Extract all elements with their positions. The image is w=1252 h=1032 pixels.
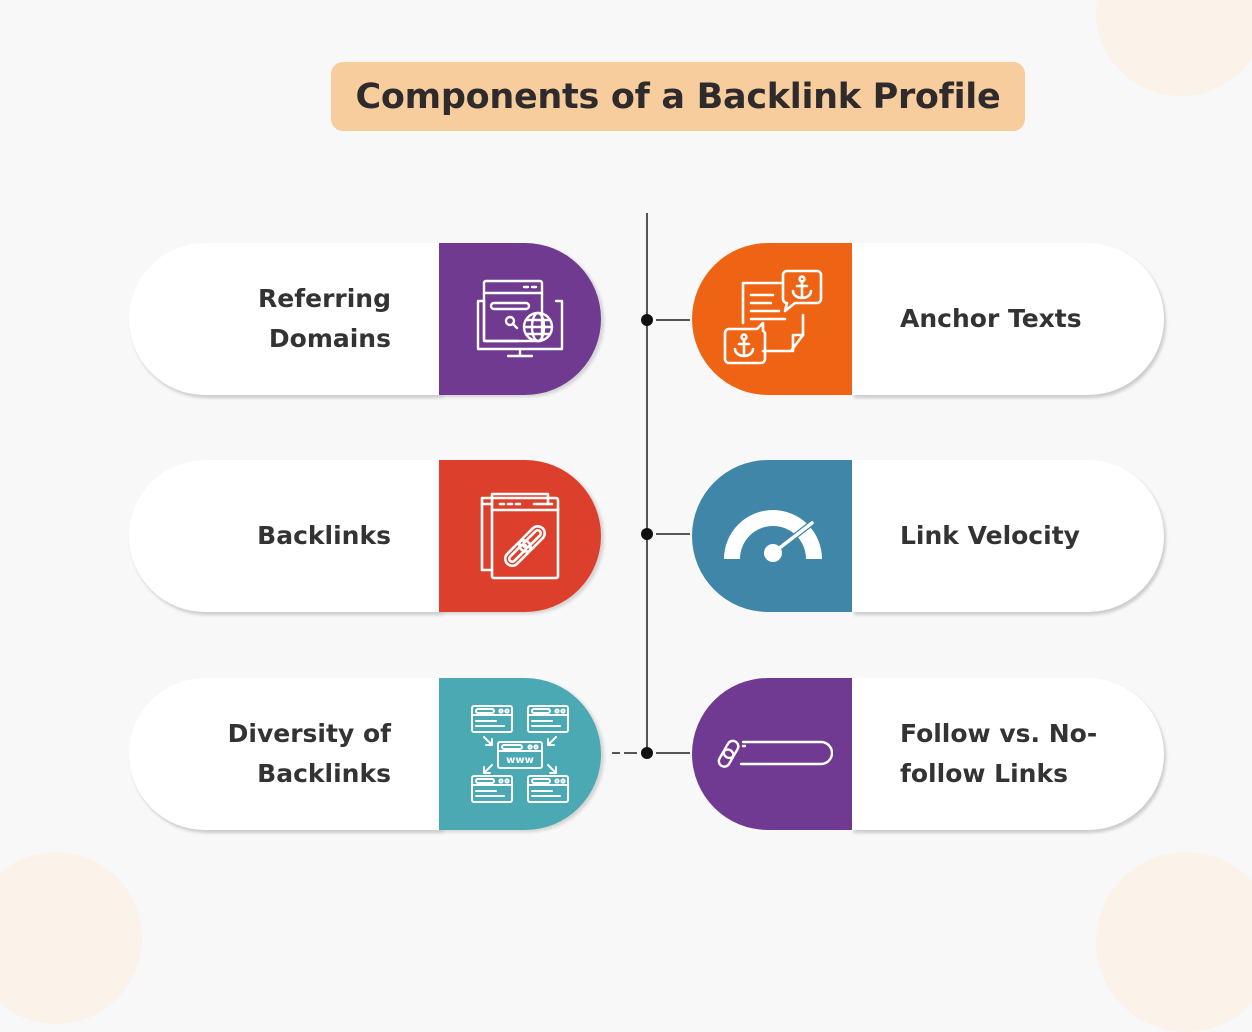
card-anchor-texts: Anchor Texts — [852, 243, 1164, 395]
card-label: Follow vs. No-follow Links — [900, 719, 1098, 788]
card-label: Link Velocity — [900, 521, 1080, 550]
badge-diversity-of-backlinks: www — [439, 678, 601, 830]
badge-anchor-texts — [692, 243, 854, 395]
browser-chain-link-icon — [480, 492, 560, 580]
badge-referring-domains — [439, 243, 601, 395]
title-banner: Components of a Backlink Profile — [331, 62, 1025, 131]
card-backlinks: Backlinks — [129, 460, 441, 612]
badge-backlinks — [439, 460, 601, 612]
decor-circle-bottom-right — [1096, 852, 1252, 1032]
timeline-dot-2 — [641, 528, 653, 540]
svg-text:www: www — [506, 755, 534, 766]
page-title: Components of a Backlink Profile — [355, 76, 1001, 117]
card-label: Backlinks — [257, 521, 391, 550]
connector-anchor-texts — [656, 319, 690, 321]
link-bar-icon — [717, 739, 833, 768]
timeline-dot-1 — [641, 314, 653, 326]
decor-circle-top-right — [1096, 0, 1252, 96]
www-network-windows-icon: www — [471, 705, 569, 803]
document-anchor-icon — [723, 269, 823, 365]
connector-diversity-dash-1 — [612, 752, 620, 754]
card-label: Anchor Texts — [900, 304, 1082, 333]
speedometer-icon — [724, 510, 822, 562]
decor-circle-bottom-left — [0, 852, 142, 1024]
card-follow-nofollow-links: Follow vs. No-follow Links — [852, 678, 1164, 830]
connector-diversity-dash-2 — [624, 752, 637, 754]
connector-follow-nofollow — [656, 752, 690, 754]
connector-link-velocity — [656, 533, 690, 535]
monitor-globe-search-icon — [476, 279, 564, 358]
timeline-dot-3 — [641, 747, 653, 759]
timeline-vertical-line — [646, 213, 648, 755]
badge-follow-nofollow — [692, 678, 854, 830]
badge-link-velocity — [692, 460, 854, 612]
card-link-velocity: Link Velocity — [852, 460, 1164, 612]
